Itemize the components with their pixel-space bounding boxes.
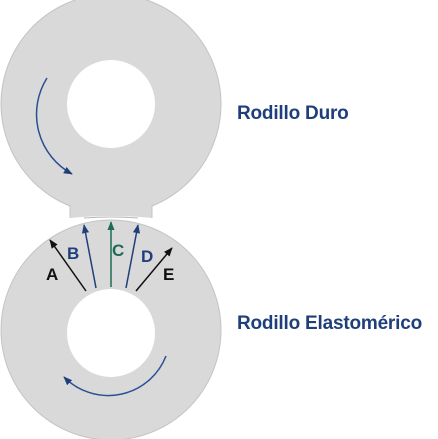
arrow-e-label: E [163,265,174,284]
hard-roller-label: Rodillo Duro [237,103,349,124]
nip-zone [69,205,153,219]
arrow-b-label: B [67,244,79,263]
elastomeric-roller-hole [67,289,155,377]
arrow-b-line [81,224,97,289]
arrow-a-line [49,239,87,292]
nip-contact-line [83,216,139,219]
hard-roller [0,0,222,215]
elastomeric-roller-label: Rodillo Elastomérico [237,313,422,334]
arrow-c-label: C [112,241,124,260]
arrow-a-label: A [46,265,58,284]
arrow-d-label: D [141,247,153,266]
arrow-e-line [135,247,173,292]
clockwise-arrow-icon [35,77,73,175]
elastomeric-roller [0,219,222,439]
counterclockwise-arrow-icon [63,355,167,397]
arrows [49,221,173,292]
arrow-d-line [125,224,141,289]
hard-roller-hole [67,60,155,148]
